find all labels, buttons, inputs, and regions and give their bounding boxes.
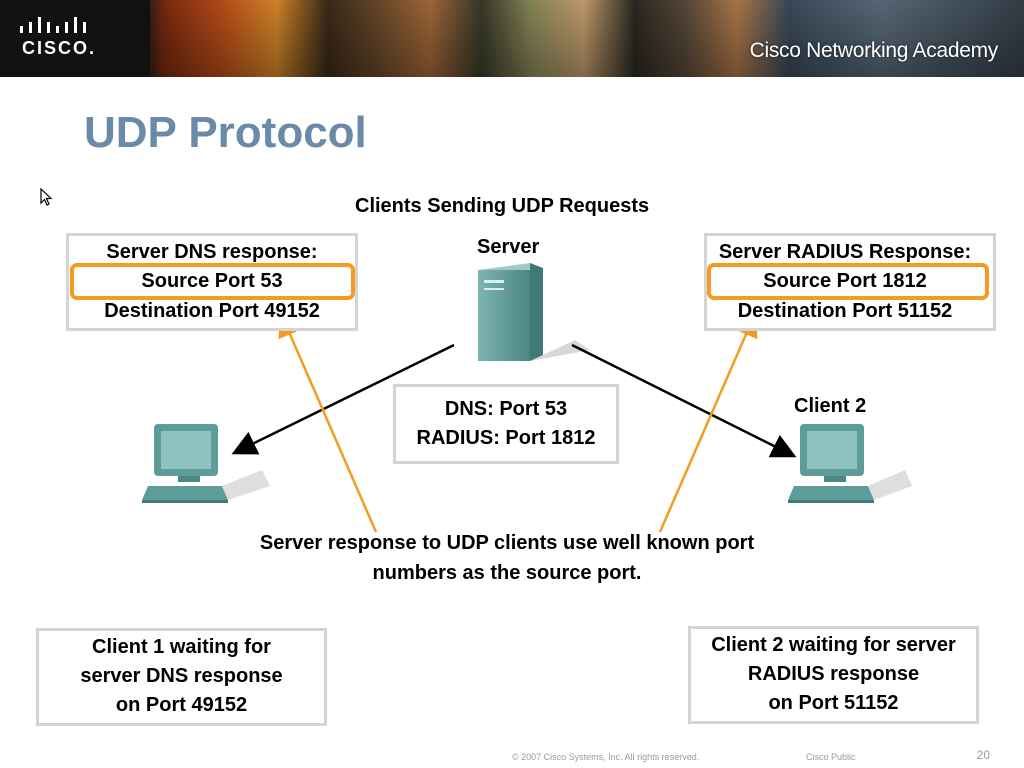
client2-waiting-line-3: on Port 51152 <box>768 692 899 714</box>
client2-waiting-line-1: Client 2 waiting for server <box>711 634 956 656</box>
footer-classification: Cisco Public <box>806 752 856 762</box>
orange-arrow-to-radius-source <box>658 311 758 533</box>
header-banner: CISCO. Cisco Networking Academy <box>0 0 1024 77</box>
client2-computer-icon <box>788 424 912 503</box>
diagram-heading: Clients Sending UDP Requests <box>355 195 650 217</box>
orange-arrow-to-dns-source <box>278 311 378 533</box>
client2-waiting-box <box>688 626 979 724</box>
radius-response-title: Server RADIUS Response: <box>718 241 972 263</box>
server-radius-port: RADIUS: Port 1812 <box>416 427 596 449</box>
dns-destination-port: Destination Port 49152 <box>104 300 320 322</box>
client2-waiting-line-2: RADIUS response <box>747 663 920 685</box>
radius-source-port: Source Port 1812 <box>763 270 927 292</box>
mouse-pointer-icon <box>40 188 53 206</box>
radius-response-box <box>704 233 996 331</box>
page-number: 20 <box>976 748 990 762</box>
cisco-wordmark: CISCO. <box>22 38 97 58</box>
dns-source-port: Source Port 53 <box>141 270 283 292</box>
server-label: Server <box>477 236 540 258</box>
client1-waiting-line-3: on Port 49152 <box>115 694 248 716</box>
server-dns-port: DNS: Port 53 <box>444 398 568 420</box>
arrow-server-to-client1 <box>231 343 455 455</box>
radius-source-port-highlight <box>707 263 989 300</box>
radius-destination-port: Destination Port 51152 <box>737 300 953 322</box>
note-line-2: numbers as the source port. <box>372 562 642 584</box>
client2-label: Client 2 <box>794 395 867 417</box>
banner-photo-strip <box>150 0 1024 77</box>
dns-response-box <box>66 233 358 331</box>
server-ports-box <box>393 384 619 464</box>
cisco-bridge-icon <box>20 17 86 33</box>
client1-waiting-line-1: Client 1 waiting for <box>92 636 271 658</box>
slide-title: UDP Protocol <box>84 108 367 157</box>
dns-source-port-highlight <box>70 263 355 300</box>
note-line-1: Server response to UDP clients use well … <box>259 532 755 554</box>
client1-computer-icon <box>142 424 270 503</box>
footer-copyright: © 2007 Cisco Systems, Inc. All rights re… <box>512 752 700 762</box>
academy-name: Cisco Networking Academy <box>749 39 999 62</box>
client1-waiting-box <box>36 628 327 726</box>
client1-waiting-line-2: server DNS response <box>80 665 283 687</box>
arrow-server-to-client2 <box>571 343 797 458</box>
cisco-logo: CISCO. <box>0 0 150 77</box>
dns-response-title: Server DNS response: <box>106 241 318 263</box>
